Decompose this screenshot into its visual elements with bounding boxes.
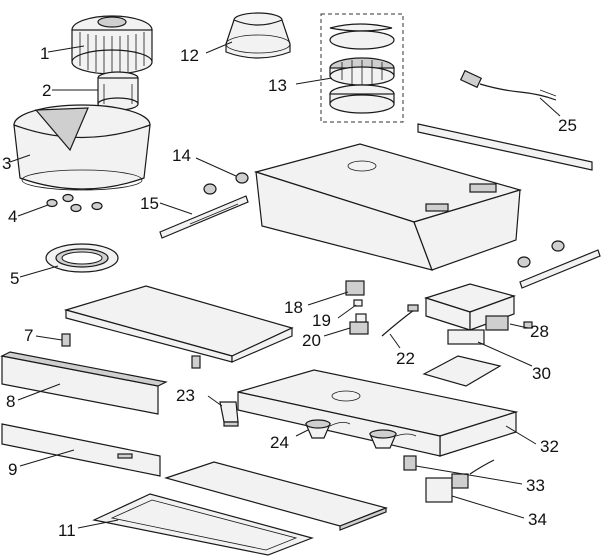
callout-3: 3 — [2, 154, 11, 173]
part-34-terminal-block — [425, 473, 469, 503]
callout-28: 28 — [530, 322, 549, 341]
part-14-nut — [203, 172, 249, 195]
callout-14: 14 — [172, 146, 191, 165]
callout-9: 9 — [8, 460, 17, 479]
callout-19: 19 — [312, 311, 331, 330]
part-8-front-panel — [0, 351, 168, 415]
callout-32: 32 — [540, 437, 559, 456]
callout-24: 24 — [270, 433, 289, 452]
leader-lines — [9, 41, 561, 529]
part-12-outlet-collar — [225, 12, 291, 59]
part-3-fan-housing — [13, 104, 151, 191]
part-24-lamps — [305, 419, 417, 449]
part-5-gasket-ring — [45, 243, 119, 273]
inner-chassis-tray — [63, 285, 294, 363]
part-23-bracket — [219, 401, 239, 427]
callout-7: 7 — [24, 326, 33, 345]
part-1-fan-wheel — [71, 15, 153, 75]
callout-2: 2 — [42, 81, 51, 100]
part-9-control-panel — [1, 423, 161, 477]
callout-22: 22 — [396, 349, 415, 368]
hood-main-body — [253, 143, 523, 271]
callout-12: 12 — [180, 46, 199, 65]
part-15-slide-rail — [159, 195, 249, 239]
part-11-grease-filter — [92, 493, 314, 556]
callout-25: 25 — [558, 116, 577, 135]
callout-labels: 1 2 3 4 5 7 8 9 11 12 13 14 15 18 19 20 … — [2, 44, 577, 540]
part-19-pin — [353, 299, 363, 307]
part-33-connector — [403, 455, 495, 475]
callout-20: 20 — [302, 331, 321, 350]
callout-33: 33 — [526, 476, 545, 495]
right-slide-rail — [517, 240, 601, 289]
callout-13: 13 — [268, 76, 287, 95]
callout-1: 1 — [40, 44, 49, 63]
callout-23: 23 — [176, 386, 195, 405]
callout-18: 18 — [284, 298, 303, 317]
part-28-control-box — [424, 283, 533, 331]
upper-grease-filter — [163, 461, 388, 531]
part-25-power-cord — [459, 69, 557, 101]
part-30-cover — [422, 329, 502, 387]
part-18-switch — [345, 280, 365, 296]
callout-5: 5 — [10, 269, 19, 288]
part-4-nuts — [46, 193, 103, 213]
callout-30: 30 — [532, 364, 551, 383]
part-2-motor — [97, 71, 139, 111]
part-20-bracket — [349, 313, 369, 335]
part-22-cable — [381, 304, 419, 337]
callout-11: 11 — [58, 521, 76, 540]
callout-4: 4 — [8, 207, 17, 226]
part-13-filter-set — [320, 13, 404, 123]
callout-15: 15 — [140, 194, 159, 213]
top-rail — [417, 123, 593, 171]
callout-8: 8 — [6, 392, 15, 411]
callout-34: 34 — [528, 510, 547, 529]
